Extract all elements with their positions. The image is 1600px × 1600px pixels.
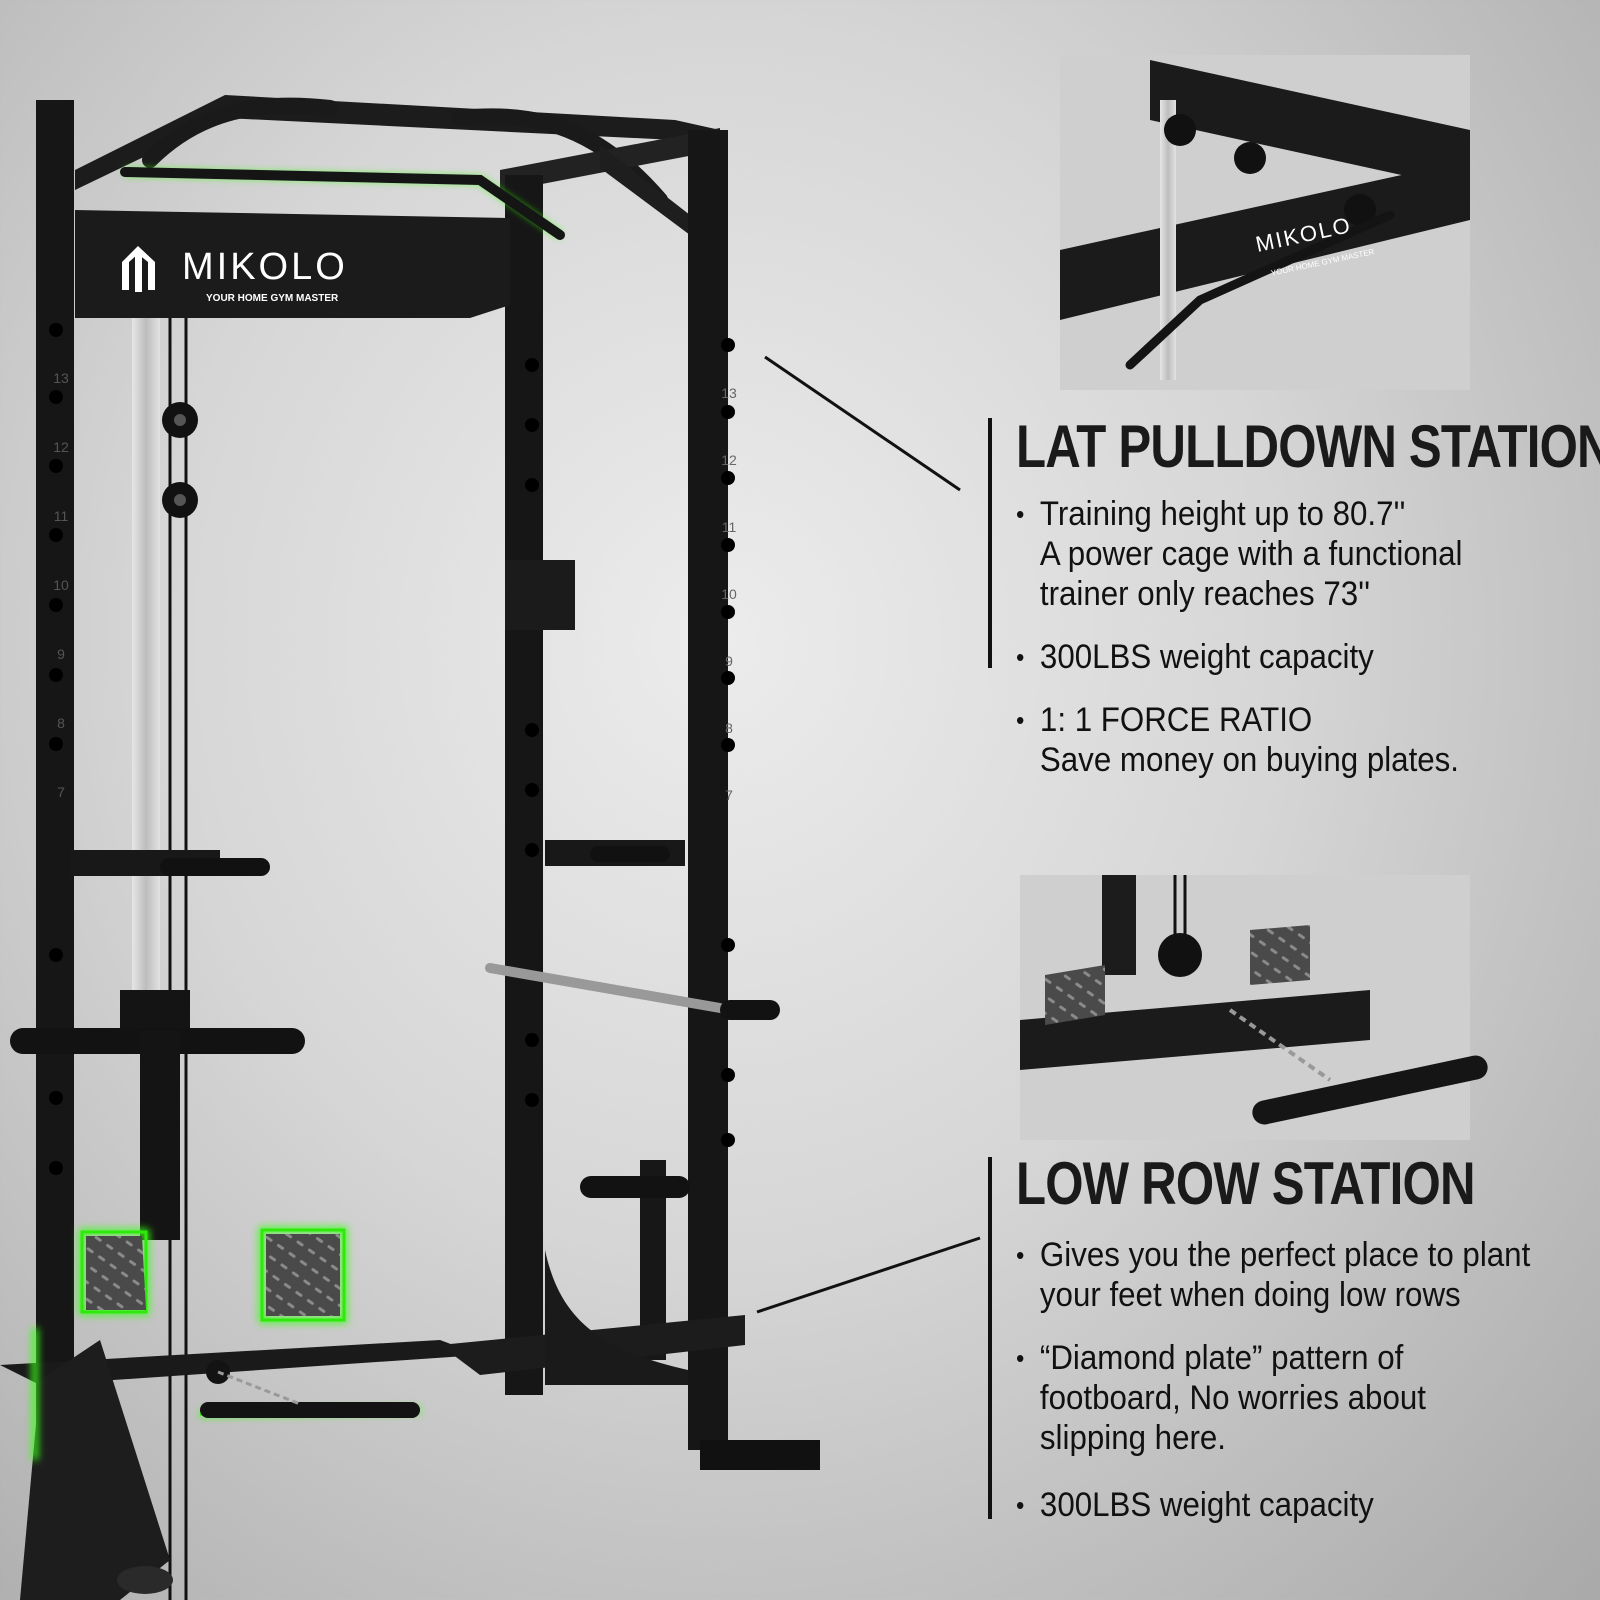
bullet-dot-icon: •	[1016, 642, 1025, 672]
bullet-dot-icon: •	[1016, 1490, 1025, 1520]
hole-number: 7	[57, 784, 65, 800]
right-footboard	[266, 1234, 340, 1316]
hole-number: 13	[53, 370, 69, 386]
lat-pulldown-detail	[1060, 55, 1470, 390]
right-upright	[688, 130, 728, 1450]
low-row-bullet: • “Diamond plate” pattern of footboard, …	[1016, 1338, 1540, 1458]
bullet-line: your feet when doing low rows	[1039, 1276, 1461, 1314]
mikolo-logo-icon	[122, 246, 155, 292]
left-footboard	[86, 1236, 146, 1310]
bullet-line: Gives you the perfect place to plant	[1039, 1236, 1531, 1274]
hole-number: 11	[721, 519, 737, 535]
lat-bullet: • 300LBS weight capacity	[1016, 637, 1540, 677]
bullet-dot-icon: •	[1016, 1240, 1025, 1270]
low-row-section-title: LOW ROW STATION	[1016, 1150, 1475, 1217]
left-upright	[36, 100, 74, 1600]
brand-tagline: YOUR HOME GYM MASTER	[206, 293, 339, 304]
bullet-dot-icon: •	[1016, 705, 1025, 735]
upright-numbers-right: 13 12 11 10 9 8 7	[719, 360, 739, 829]
middle-upright	[505, 175, 543, 1395]
hole-number: 10	[721, 586, 737, 602]
lat-callout-line	[764, 355, 961, 492]
bullet-dot-icon: •	[1016, 1343, 1025, 1373]
bullet-line: trainer only reaches 73''	[1039, 575, 1371, 613]
lat-section-bar	[988, 418, 992, 668]
hole-number: 8	[57, 715, 65, 731]
lat-bullet: • 1: 1 FORCE RATIO Save money on buying …	[1016, 700, 1540, 780]
guide-rod	[132, 300, 160, 1020]
bullet-line: 1: 1 FORCE RATIO	[1039, 701, 1313, 739]
hole-number: 9	[57, 646, 65, 662]
low-row-section-bar	[988, 1157, 992, 1519]
low-row-callout-line	[756, 1236, 981, 1314]
brand-name: MIKOLO	[182, 246, 348, 288]
hole-number: 8	[725, 720, 733, 736]
brand-plate	[75, 210, 510, 318]
low-row-detail	[1020, 875, 1488, 1140]
hole-number: 12	[721, 452, 737, 468]
upright-numbers-left: 13 12 11 10 9 8 7	[53, 344, 69, 827]
lat-bullet: • Training height up to 80.7'' A power c…	[1016, 494, 1540, 614]
hole-number: 10	[53, 577, 69, 593]
bullet-line: Training height up to 80.7''	[1039, 495, 1406, 533]
hole-number: 13	[721, 385, 737, 401]
bullet-line: 300LBS weight capacity	[1039, 1486, 1374, 1524]
bullet-line: slipping here.	[1039, 1419, 1226, 1457]
hole-number: 9	[725, 653, 733, 669]
bullet-line: Save money on buying plates.	[1039, 741, 1459, 779]
hole-number: 12	[53, 439, 69, 455]
low-row-handle	[200, 1402, 420, 1418]
power-cage	[0, 95, 820, 1600]
bullet-line: 300LBS weight capacity	[1039, 638, 1374, 676]
low-row-bullet: • 300LBS weight capacity	[1016, 1485, 1540, 1525]
low-row-bullet: • Gives you the perfect place to plant y…	[1016, 1235, 1540, 1315]
lat-section-title: LAT PULLDOWN STATION	[1016, 413, 1600, 480]
hole-number: 7	[725, 787, 733, 803]
bullet-line: “Diamond plate” pattern of	[1039, 1339, 1404, 1377]
bullet-line: footboard, No worries about	[1039, 1379, 1426, 1417]
bullet-dot-icon: •	[1016, 499, 1025, 529]
bullet-line: A power cage with a functional	[1039, 535, 1463, 573]
hole-number: 11	[53, 508, 69, 524]
